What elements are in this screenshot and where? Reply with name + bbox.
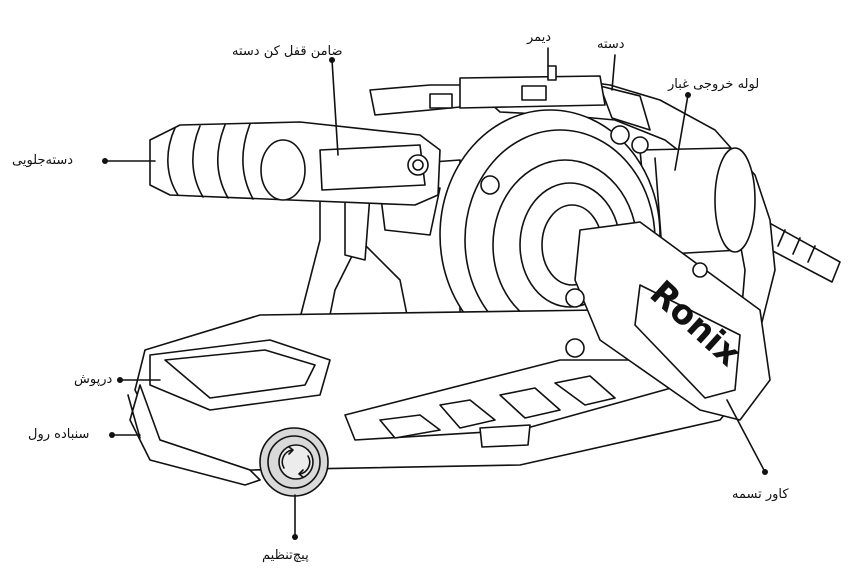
dust-outlet-tube [639, 147, 756, 256]
top-housing [369, 65, 606, 116]
front-handle [149, 121, 441, 206]
label-dust-outlet: لوله خروجی غبار [668, 77, 760, 92]
label-lock-button: ضامن قفل کن دسته [232, 44, 343, 59]
label-sanding-belt: سنباده رول [28, 427, 90, 442]
label-belt-cover: کاور تسمه [732, 487, 789, 502]
leader-dots [102, 57, 768, 540]
leader-lines [104, 47, 766, 538]
label-front-handle: دسته‌جلویی [12, 153, 74, 168]
belt-cover [565, 221, 771, 421]
sanding-belt [127, 384, 261, 486]
adjust-knob [259, 427, 329, 497]
label-dimmer: دیمر [527, 30, 552, 45]
label-handle: دسته [597, 37, 625, 52]
label-adjust-screw: پیچ‌تنظیم [262, 548, 309, 563]
label-cover: درپوش [74, 372, 113, 387]
